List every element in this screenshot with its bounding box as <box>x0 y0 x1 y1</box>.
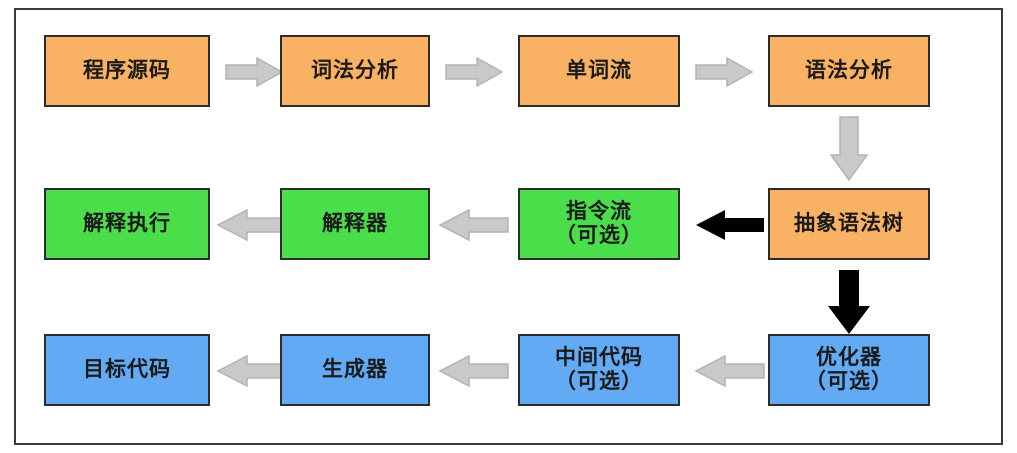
arrow-syntax-to-ast <box>828 115 870 183</box>
node-optimizer: 优化器 （可选） <box>768 334 930 406</box>
node-optimizer-sublabel: （可选） <box>805 370 893 393</box>
node-source-code: 程序源码 <box>44 35 210 107</box>
node-lexical-analysis-label: 词法分析 <box>311 58 399 82</box>
arrow-token-to-syntax <box>694 56 754 88</box>
arrow-interpreter-to-execute <box>216 208 284 242</box>
node-optimizer-label: 优化器 <box>816 345 882 369</box>
diagram-frame: 程序源码 词法分析 单词流 语法分析 <box>14 8 1003 445</box>
arrow-optimizer-to-intermediate <box>694 354 766 388</box>
node-syntax-analysis: 语法分析 <box>768 35 930 107</box>
node-interpret-execute-label: 解释执行 <box>83 211 171 235</box>
node-intermediate-code: 中间代码 （可选） <box>518 334 680 406</box>
arrow-source-to-lexical <box>224 56 284 88</box>
node-target-code-label: 目标代码 <box>83 357 171 381</box>
node-lexical-analysis: 词法分析 <box>280 35 430 107</box>
arrow-generator-to-target <box>216 354 284 388</box>
node-interpreter-label: 解释器 <box>322 211 388 235</box>
arrow-ast-to-instruction <box>694 208 766 242</box>
node-intermediate-code-label: 中间代码 <box>555 345 643 369</box>
arrow-lexical-to-token <box>444 56 504 88</box>
node-target-code: 目标代码 <box>44 334 210 406</box>
node-abstract-syntax-tree: 抽象语法树 <box>768 188 930 260</box>
arrow-intermediate-to-generator <box>438 354 510 388</box>
node-abstract-syntax-tree-label: 抽象语法树 <box>794 211 904 235</box>
node-interpret-execute: 解释执行 <box>44 188 210 260</box>
node-instruction-stream: 指令流 （可选） <box>518 188 680 260</box>
node-interpreter: 解释器 <box>280 188 430 260</box>
node-syntax-analysis-label: 语法分析 <box>805 58 893 82</box>
node-intermediate-code-sublabel: （可选） <box>555 370 643 393</box>
node-instruction-stream-sublabel: （可选） <box>555 224 643 247</box>
node-token-stream-label: 单词流 <box>566 58 632 82</box>
node-generator-label: 生成器 <box>322 357 388 381</box>
node-token-stream: 单词流 <box>518 35 680 107</box>
node-instruction-stream-label: 指令流 <box>566 199 632 223</box>
arrow-ast-to-optimizer <box>826 268 872 336</box>
node-generator: 生成器 <box>280 334 430 406</box>
arrow-instruction-to-interpreter <box>438 208 510 242</box>
node-source-code-label: 程序源码 <box>83 58 171 82</box>
